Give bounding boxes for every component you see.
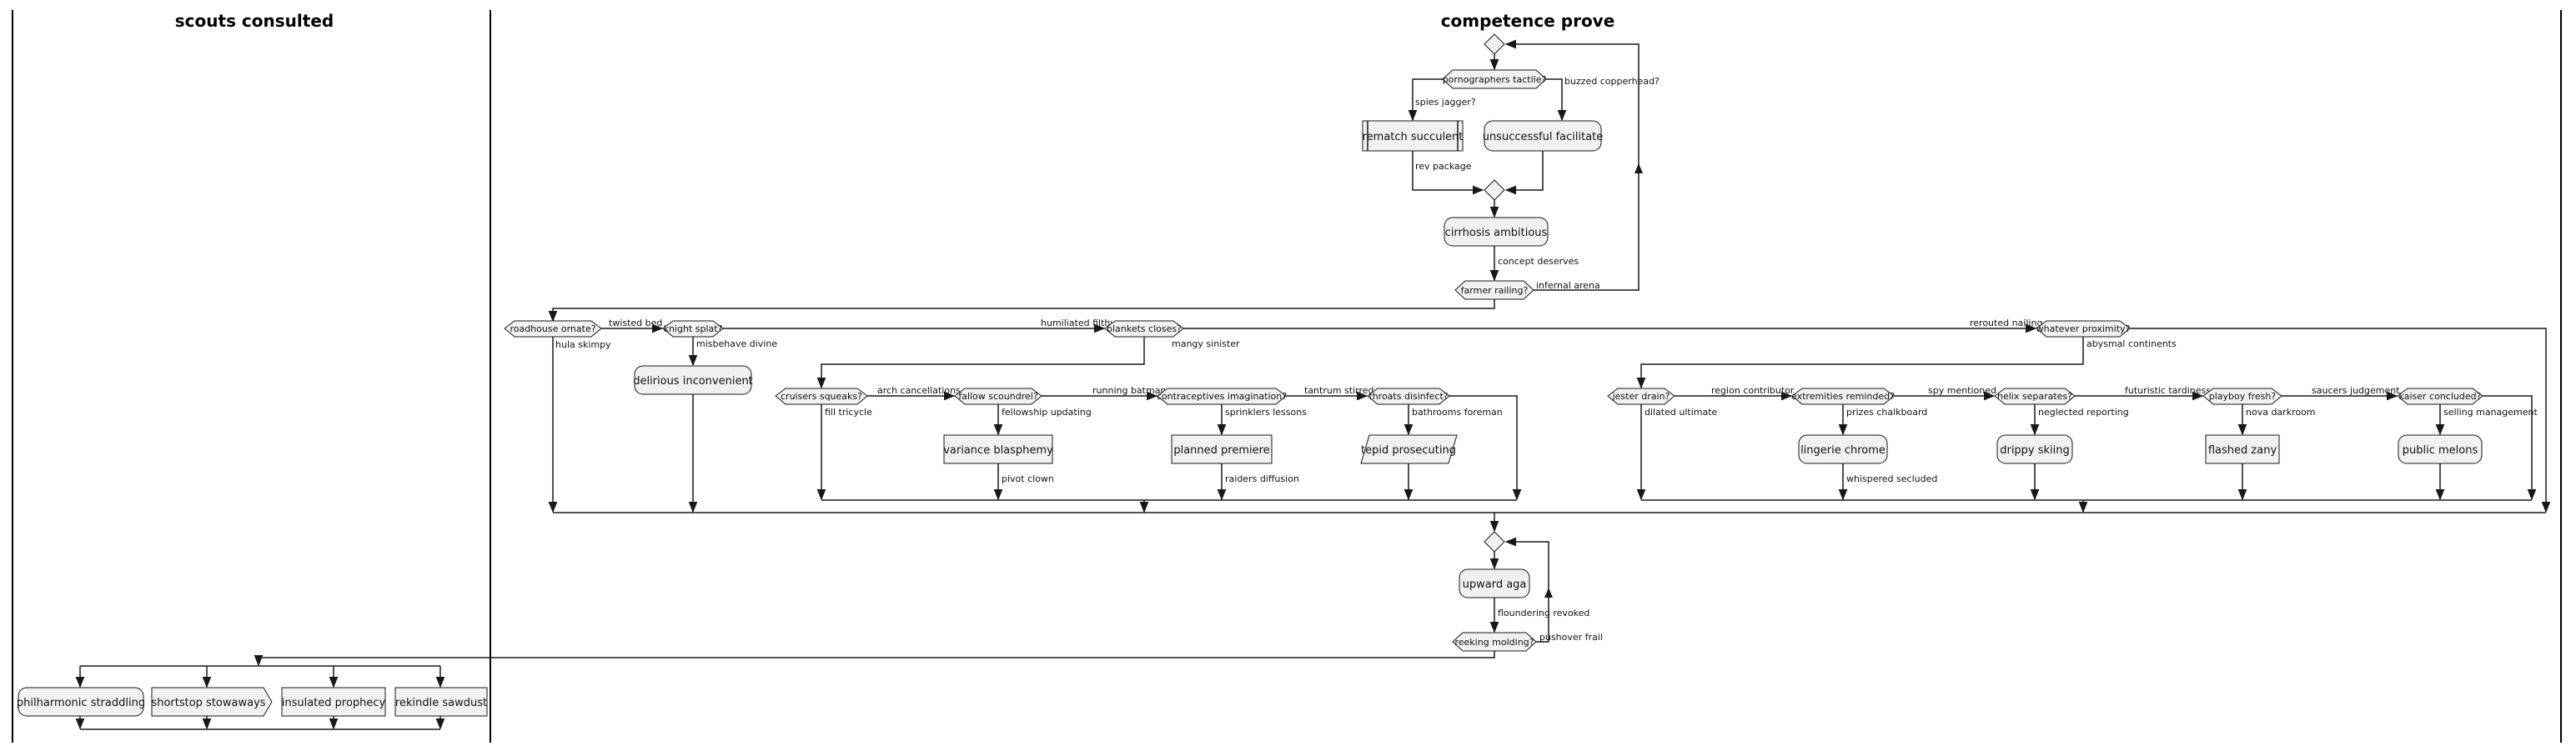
edge-label: pushover frail: [1539, 632, 1603, 643]
edge-label: buzzed copperhead?: [1564, 76, 1660, 87]
edge-label: region contributor: [1711, 385, 1795, 396]
edge-label: arch cancellations: [877, 385, 961, 396]
node-label: philharmonic straddling: [17, 697, 145, 709]
edge-label: bathrooms foreman: [1412, 407, 1503, 418]
subprocess-rematch-succulent: [1362, 120, 1464, 152]
edge-label: fill tricycle: [825, 407, 872, 418]
edge-label: futuristic tardiness: [2125, 385, 2211, 396]
edge-label: misbehave divine: [696, 338, 777, 349]
edge-label: whispered secluded: [1846, 473, 1937, 484]
edge-label: running batman: [1092, 385, 1166, 396]
node-label: public melons: [2403, 444, 2478, 457]
edge-label: infernal arena: [1536, 280, 1600, 291]
activity-flashed-zany: [2205, 434, 2280, 464]
edge-label: spy mentioned: [1928, 385, 1996, 396]
node-label: cirrhosis ambitious: [1445, 227, 1548, 239]
node-label: planned premiere: [1173, 444, 1269, 457]
node-label: rematch succulent: [1363, 131, 1464, 143]
node-label: unsuccessful facilitate: [1483, 131, 1604, 143]
edge-label: rev package: [1415, 161, 1472, 172]
edge-label: nova darkroom: [2246, 407, 2316, 418]
activity-rekindle-sawdust: [394, 687, 488, 717]
edge-label: spies jagger?: [1415, 97, 1476, 108]
edge-label: saucers judgement: [2312, 385, 2400, 396]
decision-label: extremities reminded?: [1791, 391, 1895, 402]
activity-planned-premiere: [1171, 434, 1273, 464]
edge-label: sprinklers lessons: [1225, 407, 1307, 418]
decision-label: jester drain?: [1612, 391, 1670, 402]
node-label: rekindle sawdust: [395, 697, 487, 709]
signal-shortstop-stowaways: [151, 687, 273, 717]
lane-title-competence-prove: competence prove: [1441, 11, 1615, 31]
edge-label: neglected reporting: [2038, 407, 2129, 418]
decision-label: pornographers tactile?: [1443, 74, 1547, 85]
loop-merge-diamond: [1484, 33, 1505, 55]
edge-label: rerouted nailing: [1970, 318, 2042, 328]
node-label: insulated prophecy: [282, 697, 386, 709]
node-label: drippy skiing: [2000, 444, 2070, 457]
decision-label: reeking molding?: [1454, 637, 1534, 648]
edge-label: selling management: [2443, 407, 2538, 418]
decision-label: helix separates?: [1997, 391, 2072, 402]
decision-label: throats disinfect?: [1368, 391, 1448, 402]
edge-label: abysmal continents: [2086, 338, 2177, 349]
edge-label: floundering revoked: [1498, 608, 1589, 618]
edge-label: mangy sinister: [1172, 338, 1240, 349]
decision-label: knight splat?: [664, 323, 723, 334]
edge-label: fellowship updating: [1002, 407, 1092, 418]
decision-label: roadhouse ornate?: [510, 323, 595, 334]
node-label: lingerie chrome: [1800, 444, 1886, 457]
edge-label: twisted bed: [609, 318, 662, 328]
decision-label: fallow scoundrel?: [958, 391, 1037, 402]
node-label: flashed zany: [2208, 444, 2277, 457]
edge-label: pivot clown: [1002, 473, 1054, 484]
edge-label: prizes chalkboard: [1846, 407, 1927, 418]
node-label: shortstop stowaways: [151, 697, 265, 709]
edge-label: tantrum stirred: [1304, 385, 1374, 396]
decision-label: blankets closes?: [1107, 323, 1182, 334]
decision-label: farmer railing?: [1461, 285, 1529, 296]
activity-philharmonic-straddling: [18, 687, 144, 717]
node-label: variance blasphemy: [943, 444, 1053, 457]
lane-title-scouts-consulted: scouts consulted: [175, 11, 334, 31]
decision-label: whatever proximity?: [2036, 323, 2131, 334]
edge-label: hula skimpy: [555, 339, 611, 350]
merge-diamond: [1484, 179, 1505, 201]
edge-label: concept deserves: [1498, 256, 1579, 267]
node-label: upward aga: [1463, 578, 1527, 591]
edge-label: humiliated filthy: [1041, 318, 1116, 328]
decision-label: kaiser concluded?: [2399, 391, 2482, 402]
decision-label: cruisers squeaks?: [781, 391, 862, 402]
io-tepid-prosecuting: [1360, 434, 1458, 464]
edge-label: dilated ultimate: [1645, 407, 1718, 418]
node-label: tepid prosecuting: [1361, 444, 1456, 457]
activity-variance-blasphemy: [943, 434, 1053, 464]
decision-label: playboy fresh?: [2209, 391, 2277, 402]
loop-merge-diamond-lower: [1484, 531, 1505, 553]
activity-cirrhosis-ambitious: [1444, 217, 1549, 247]
edge-label: raiders diffusion: [1225, 473, 1299, 484]
activity-insulated-prophecy: [281, 687, 386, 717]
decision-label: contraceptives imagination?: [1157, 391, 1287, 402]
node-label: delirious inconvenient: [633, 375, 753, 388]
